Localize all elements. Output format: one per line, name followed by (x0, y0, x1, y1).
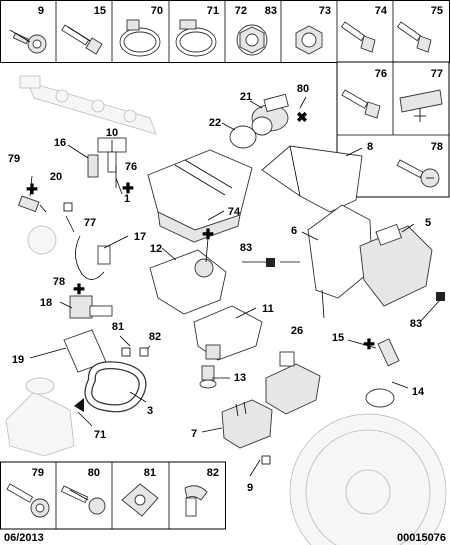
part-number-82: 82 (207, 467, 219, 479)
callout-8: 8 (367, 141, 373, 153)
crank-sensor (365, 338, 400, 408)
callout-83-right: 83 (410, 318, 422, 330)
sensor-20 (18, 195, 47, 213)
callout-3: 3 (147, 405, 153, 417)
square-markers (63, 202, 445, 465)
callout-6: 6 (291, 225, 297, 237)
hose-clamp-icon (119, 19, 161, 57)
callout-19: 19 (12, 354, 24, 366)
screw-icon-78 (396, 159, 440, 188)
preheat-unit (221, 399, 273, 449)
air-duct (261, 145, 363, 213)
callout-79: 79 (8, 153, 20, 165)
part-number-9: 9 (38, 5, 44, 17)
part-number-76: 76 (375, 68, 387, 80)
callouts: 80 21 22 8 16 10 76 79 20 1 77 74 6 5 17… (8, 83, 431, 494)
self-tapping-screw-icon (60, 485, 106, 515)
callout-14: 14 (412, 386, 425, 398)
svg-text:✚: ✚ (202, 226, 214, 242)
callout-11: 11 (262, 303, 274, 315)
callout-76: 76 (125, 161, 137, 173)
harness-17 (27, 225, 111, 280)
footer-parts-row: 79 80 81 82 (0, 461, 226, 530)
part-number-78: 78 (431, 141, 443, 153)
part-number-80: 80 (88, 467, 100, 479)
part-number-72: 72 (235, 5, 247, 17)
callout-20: 20 (50, 171, 62, 183)
air-flow-meter (251, 93, 289, 136)
fuel-rail (19, 75, 157, 135)
screw-clamp-icon (175, 19, 217, 57)
svg-text:✖: ✖ (296, 109, 308, 125)
part-number-74: 74 (375, 5, 388, 17)
intake-pipe (5, 377, 75, 457)
throttle-body (149, 249, 227, 315)
callout-74: 74 (228, 206, 241, 218)
callout-18: 18 (40, 297, 52, 309)
svg-text:✚: ✚ (122, 180, 134, 196)
callout-16: 16 (54, 137, 66, 149)
part-number-77: 77 (431, 68, 443, 80)
clip-icon (399, 89, 443, 122)
part-number-15: 15 (94, 5, 106, 17)
part-number-70: 70 (151, 5, 163, 17)
relay-26 (265, 351, 321, 415)
part-number-81: 81 (144, 467, 156, 479)
bolt-icon-74 (340, 21, 376, 53)
air-filter-box (147, 149, 253, 243)
bolt-icon-75 (396, 21, 432, 53)
screw-washer-icon (9, 29, 47, 54)
valve-11 (193, 305, 263, 361)
bolt-icon-76 (341, 89, 381, 119)
callout-82: 82 (149, 331, 161, 343)
footer-date: 06/2013 (4, 532, 44, 544)
callout-12: 12 (150, 243, 162, 255)
callout-83-left: 83 (240, 242, 252, 254)
part-number-75: 75 (431, 5, 443, 17)
flywheel (289, 413, 447, 545)
pressure-sensor (87, 137, 127, 178)
footer-ref: 00015076 (397, 532, 446, 544)
callout-15: 15 (332, 332, 344, 344)
sensor-18 (69, 295, 113, 319)
callout-5: 5 (425, 217, 431, 229)
callout-77: 77 (84, 217, 96, 229)
callout-80: 80 (297, 83, 309, 95)
callout-21: 21 (240, 91, 252, 103)
main-diagram: ✖ ✚ ✚ ✚ ✚ ✚ 80 21 22 8 16 10 76 79 20 (5, 75, 447, 545)
hex-nut-icon (295, 25, 323, 55)
svg-text:✚: ✚ (26, 181, 38, 197)
callout-81: 81 (112, 321, 124, 333)
callout-10: 10 (106, 127, 118, 139)
screw-washer-icon-79 (6, 483, 50, 518)
callout-78: 78 (53, 276, 65, 288)
callout-7: 7 (191, 428, 197, 440)
svg-text:✚: ✚ (73, 281, 85, 297)
flange-nut-icon (236, 24, 268, 56)
callout-17: 17 (134, 231, 146, 243)
bolt-icon (61, 24, 103, 55)
callout-9: 9 (247, 482, 253, 494)
callout-22: 22 (209, 117, 221, 129)
part-number-79: 79 (32, 467, 44, 479)
callout-26: 26 (291, 325, 303, 337)
callout-1: 1 (124, 193, 130, 205)
callout-13: 13 (234, 372, 246, 384)
cross-markers: ✖ ✚ ✚ ✚ ✚ ✚ (26, 109, 375, 352)
clip-nut-icon (121, 483, 159, 517)
seal-ring (229, 125, 257, 149)
callout-71: 71 (94, 429, 106, 441)
part-number-71: 71 (207, 5, 219, 17)
part-number-73: 73 (319, 5, 331, 17)
engine-ecu (359, 223, 433, 307)
svg-text:✚: ✚ (363, 336, 375, 352)
cable-clip-icon (184, 485, 208, 517)
sensor-13 (199, 365, 217, 389)
leader-lines (29, 96, 441, 477)
part-number-83: 83 (265, 5, 277, 17)
header-parts-row: 9 15 70 71 72 83 73 74 75 (0, 0, 450, 63)
